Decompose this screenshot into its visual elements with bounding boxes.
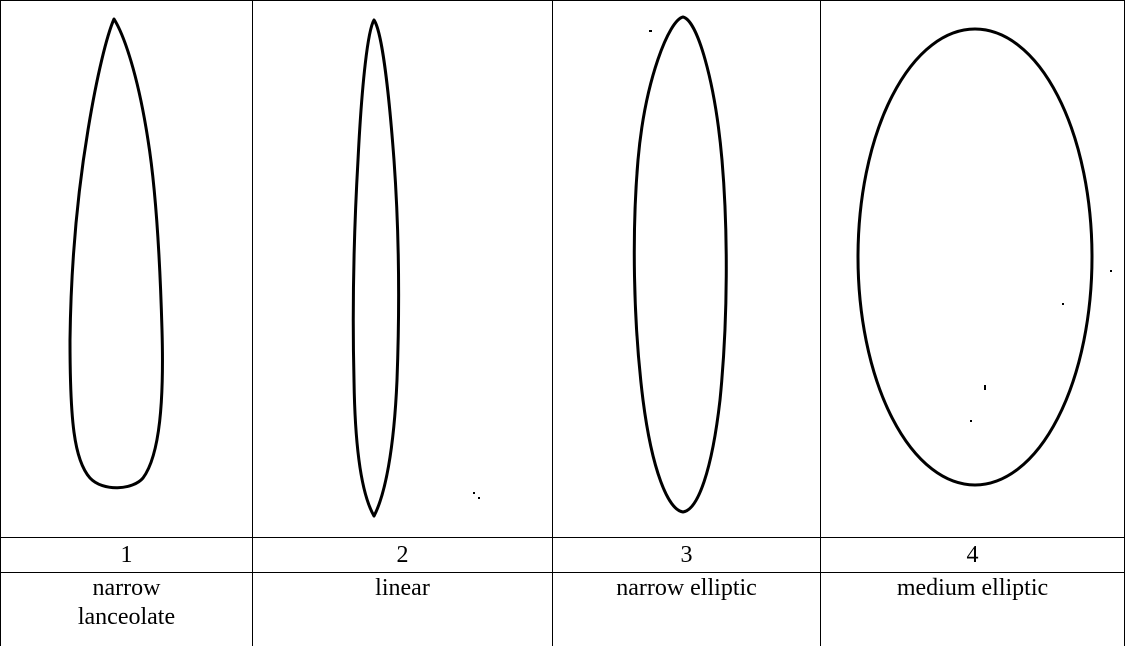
table-divider-shapes bbox=[0, 537, 1125, 538]
narrow-lanceolate-leaf-outline bbox=[68, 17, 164, 490]
scan-specks bbox=[473, 30, 1112, 499]
shape-name-1: narrow lanceolate bbox=[77, 575, 176, 630]
column-divider-3 bbox=[820, 0, 821, 646]
column-number-2: 2 bbox=[396, 542, 409, 568]
column-number-3: 3 bbox=[680, 542, 693, 568]
column-divider-1 bbox=[252, 0, 253, 646]
column-number-1: 1 bbox=[120, 542, 133, 568]
column-divider-2 bbox=[552, 0, 553, 646]
table-border-top bbox=[0, 0, 1125, 1]
table-border-left bbox=[0, 0, 1, 646]
shape-name-2: linear bbox=[375, 575, 430, 601]
medium-elliptic-leaf-outline bbox=[856, 27, 1094, 487]
shape-name-3: narrow elliptic bbox=[616, 575, 757, 601]
leaf-shape-drawings bbox=[68, 15, 1112, 518]
linear-leaf-outline bbox=[351, 18, 401, 518]
narrow-elliptic-leaf-outline bbox=[632, 15, 728, 514]
shape-name-4: medium elliptic bbox=[896, 575, 1049, 601]
table-divider-numbers bbox=[0, 572, 1125, 573]
column-number-4: 4 bbox=[966, 542, 979, 568]
